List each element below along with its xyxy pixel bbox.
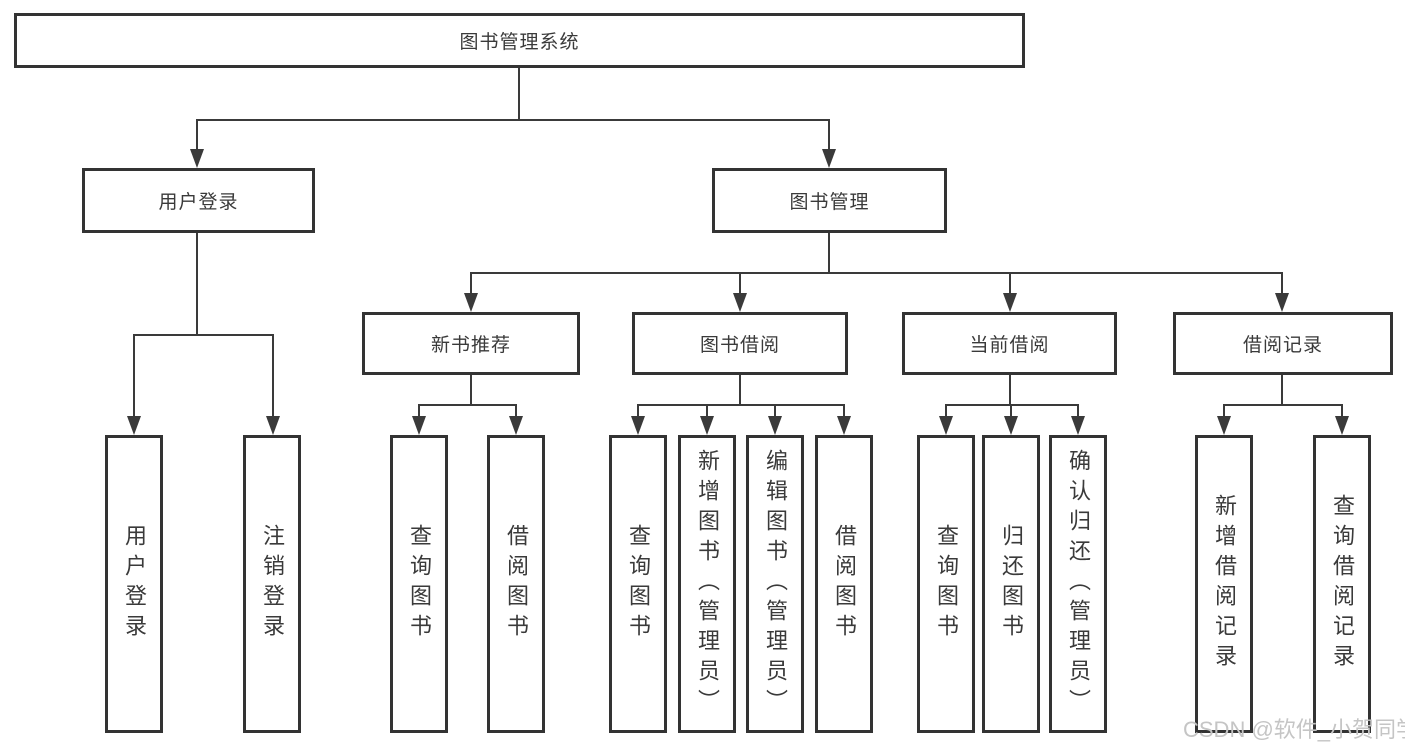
connector-line [518, 68, 520, 121]
arrowhead-down-icon [837, 416, 851, 435]
leaf-query-books: 查询图书 [917, 435, 975, 733]
connector-line [1077, 404, 1079, 418]
arrowhead-down-icon [822, 149, 836, 168]
node-book-management: 图书管理 [712, 168, 947, 233]
connector-line [1223, 404, 1225, 418]
leaf-query-books: 查询图书 [609, 435, 667, 733]
connector-line [196, 233, 198, 336]
connector-line [843, 404, 845, 418]
connector-line [1341, 404, 1343, 418]
leaf-logout-login: 注销登录 [243, 435, 301, 733]
connector-line [1281, 375, 1283, 406]
arrowhead-down-icon [768, 416, 782, 435]
connector-line [828, 119, 830, 153]
leaf-borrow-books: 借阅图书 [487, 435, 545, 733]
arrowhead-down-icon [631, 416, 645, 435]
connector-line [470, 272, 472, 297]
leaf-borrow-books: 借阅图书 [815, 435, 873, 733]
arrowhead-down-icon [509, 416, 523, 435]
connector-line [945, 404, 947, 418]
connector-line [739, 375, 741, 406]
arrowhead-down-icon [733, 293, 747, 312]
arrowhead-down-icon [1275, 293, 1289, 312]
arrowhead-down-icon [1335, 416, 1349, 435]
connector-line [272, 334, 274, 418]
connector-line [1281, 272, 1283, 297]
arrowhead-down-icon [1071, 416, 1085, 435]
arrowhead-down-icon [1004, 416, 1018, 435]
leaf-add-books-admin: 新增图书（管理员） [678, 435, 736, 733]
arrowhead-down-icon [266, 416, 280, 435]
node-book-borrowing: 图书借阅 [632, 312, 848, 375]
watermark: CSDN @软件_小贺同学 [1183, 717, 1405, 742]
connector-line [637, 404, 845, 406]
arrowhead-down-icon [190, 149, 204, 168]
node-user-login: 用户登录 [82, 168, 315, 233]
arrowhead-down-icon [700, 416, 714, 435]
connector-line [133, 334, 135, 418]
connector-line [1009, 272, 1011, 297]
connector-line [774, 404, 776, 418]
connector-line [1223, 404, 1343, 406]
connector-line [515, 404, 517, 418]
connector-line [1009, 375, 1011, 406]
leaf-user-login: 用户登录 [105, 435, 163, 733]
leaf-query-borrow-record: 查询借阅记录 [1313, 435, 1371, 733]
arrowhead-down-icon [1217, 416, 1231, 435]
leaf-return-books: 归还图书 [982, 435, 1040, 733]
connector-line [133, 334, 274, 336]
node-library-system: 图书管理系统 [14, 13, 1025, 68]
node-borrowing-records: 借阅记录 [1173, 312, 1393, 375]
connector-line [196, 119, 198, 153]
connector-line [706, 404, 708, 418]
connector-line [470, 272, 1283, 274]
arrowhead-down-icon [127, 416, 141, 435]
arrowhead-down-icon [1003, 293, 1017, 312]
connector-line [1010, 404, 1012, 418]
connector-line [637, 404, 639, 418]
arrowhead-down-icon [464, 293, 478, 312]
leaf-edit-books-admin: 编辑图书（管理员） [746, 435, 804, 733]
connector-line [418, 404, 420, 418]
arrowhead-down-icon [939, 416, 953, 435]
leaf-confirm-return-admin: 确认归还（管理员） [1049, 435, 1107, 733]
connector-line [196, 119, 830, 121]
arrowhead-down-icon [412, 416, 426, 435]
connector-line [739, 272, 741, 297]
node-new-book-recommend: 新书推荐 [362, 312, 580, 375]
connector-line [945, 404, 1079, 406]
leaf-add-borrow-record: 新增借阅记录 [1195, 435, 1253, 733]
leaf-query-books: 查询图书 [390, 435, 448, 733]
node-current-borrowing: 当前借阅 [902, 312, 1117, 375]
connector-line [418, 404, 517, 406]
connector-line [828, 233, 830, 274]
connector-line [470, 375, 472, 406]
